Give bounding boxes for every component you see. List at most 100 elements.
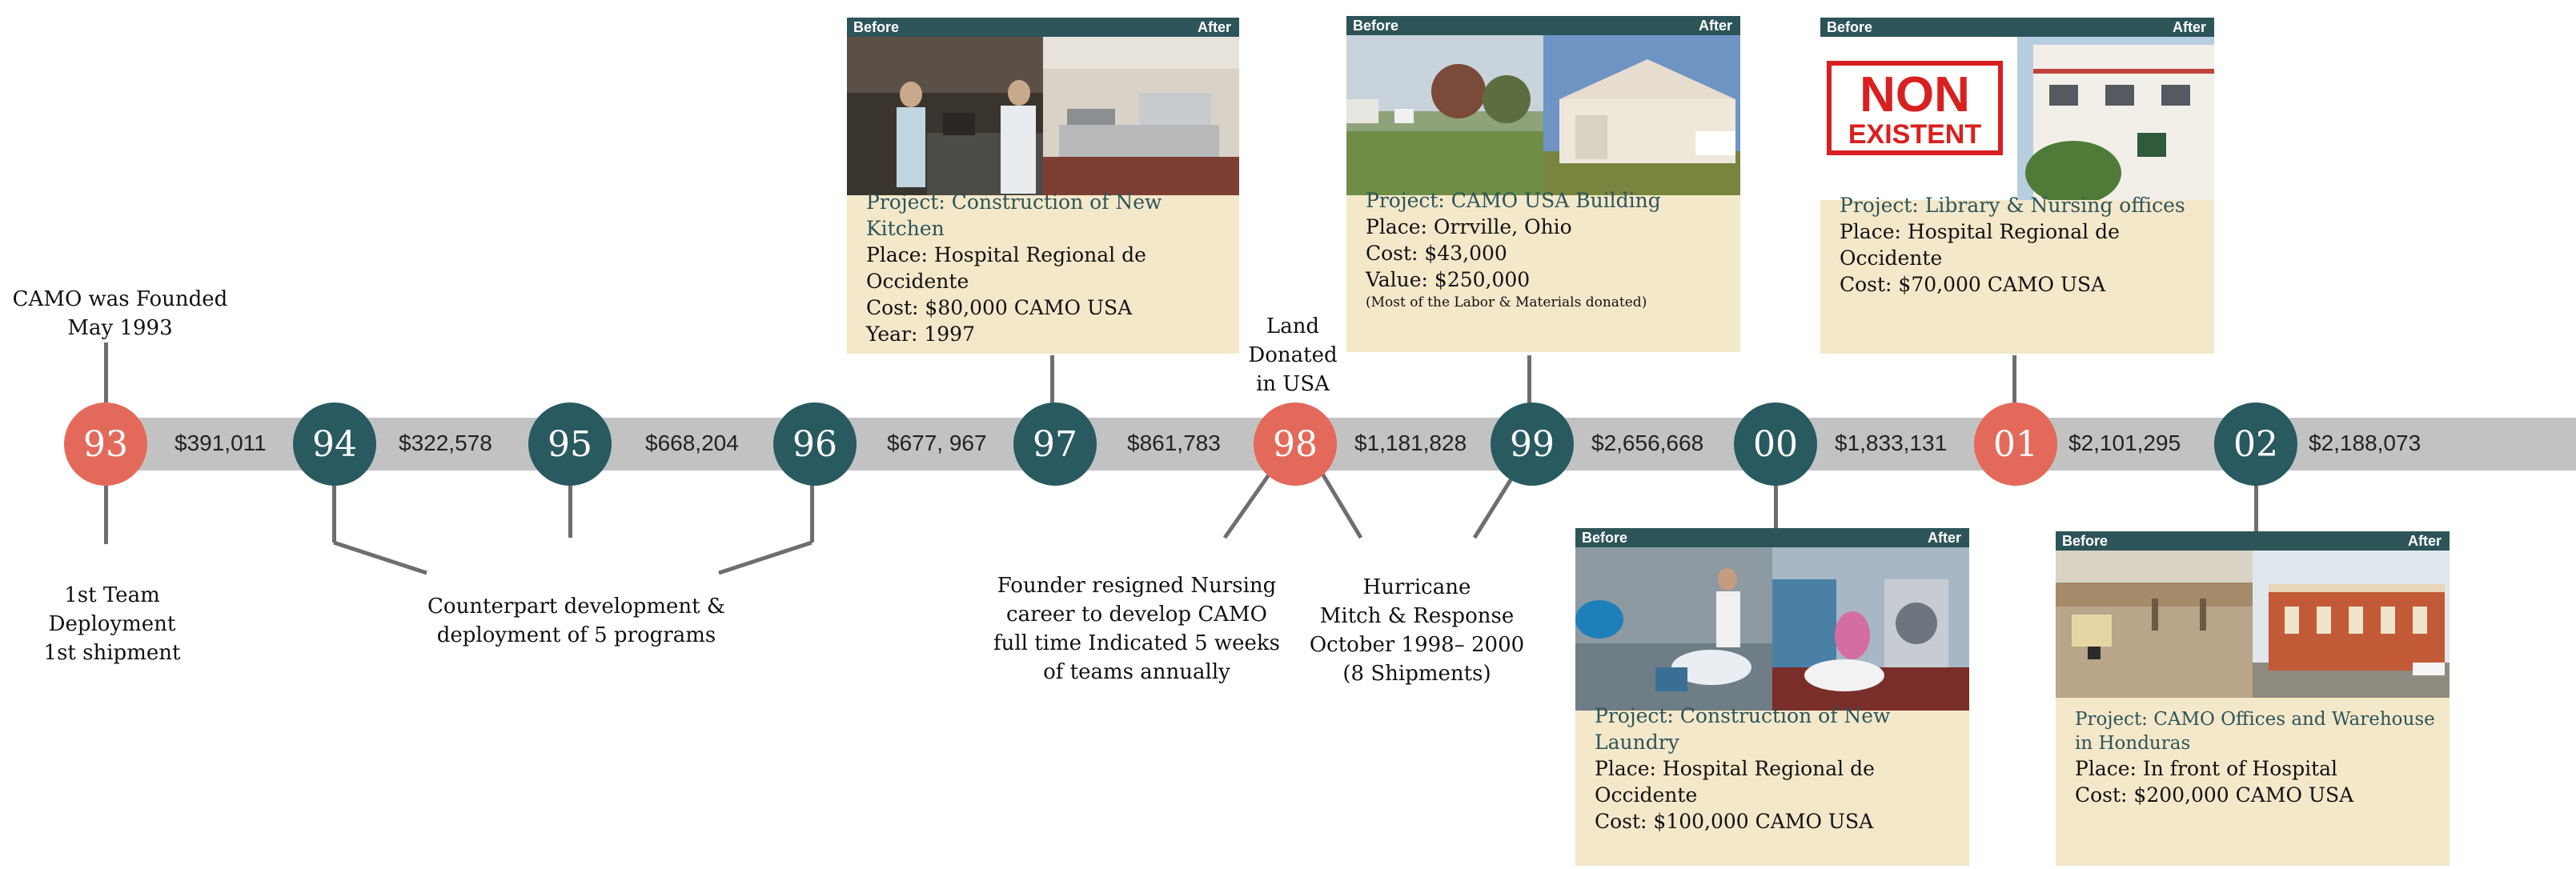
connector-line [332, 472, 336, 543]
funding-amount: $1,833,131 [1835, 430, 1948, 455]
project-title: Project: CAMO USA Building [1366, 189, 1661, 212]
card-text: Project: CAMO Offices and Warehouse in H… [2075, 707, 2437, 808]
project-place: Place: Orrville, Ohio [1366, 215, 1572, 238]
connector-line [104, 471, 108, 544]
connector-line [1050, 355, 1054, 419]
project-title: Project: Construction of New Kitchen [866, 190, 1162, 240]
project-place: Place: Hospital Regional de Occidente [866, 243, 1146, 293]
connector-line [810, 472, 814, 543]
after-label: After [2407, 533, 2442, 549]
project-cost: Cost: $43,000 [1366, 242, 1507, 265]
project-cost: Cost: $100,000 CAMO USA [1595, 810, 1874, 833]
photo-header-bar: Before After [1575, 528, 1969, 547]
card-text: Project: Construction of New Kitchen Pla… [866, 189, 1226, 347]
note-founded: CAMO was Founded May 1993 [0, 285, 240, 342]
year-node-99: 99 [1491, 402, 1574, 486]
project-note: (Most of the Labor & Materials donated) [1366, 294, 1647, 310]
after-label: After [2172, 19, 2206, 35]
card-text: Project: Construction of New Laundry Pla… [1595, 703, 1956, 835]
card-text: Project: Library & Nursing offices Place… [1840, 192, 2201, 298]
funding-amount: $1,181,828 [1354, 430, 1467, 455]
project-title: Project: Library & Nursing offices [1840, 194, 2185, 217]
note-land-donated: Land Donated in USA [1233, 312, 1353, 398]
funding-amount: $861,783 [1127, 430, 1221, 455]
connector-line [104, 342, 108, 419]
before-placeholder: NON EXISTENT [1820, 37, 2017, 200]
project-card-laundry: Before After Project: Construction of Ne… [1575, 528, 1969, 866]
project-cost: Cost: $70,000 CAMO USA [1840, 273, 2106, 296]
non-existent-badge: NON EXISTENT [1827, 61, 2003, 155]
year-node-01: 01 [1974, 402, 2057, 486]
before-photo [1575, 547, 1772, 711]
project-card-library: Before After NON EXISTENT Project: Libra… [1820, 18, 2214, 354]
note-line: career to develop CAMO [1006, 603, 1267, 627]
funding-amount: $2,656,668 [1591, 430, 1704, 455]
note-line: Donated [1248, 343, 1338, 367]
project-cost: Cost: $80,000 CAMO USA [866, 296, 1133, 319]
year-node-95: 95 [528, 402, 612, 486]
note-line: Deployment [48, 612, 176, 636]
project-card-building: Before After Project: CAMO USA Building … [1346, 16, 1740, 352]
funding-amount: $2,188,073 [2309, 430, 2422, 455]
note-line: Counterpart development & [427, 595, 725, 619]
funding-amount: $391,011 [175, 430, 267, 455]
funding-amount: $2,101,295 [2068, 430, 2181, 455]
year-node-94: 94 [293, 402, 376, 486]
note-line: Founder resigned Nursing [997, 574, 1277, 598]
note-line: May 1993 [67, 316, 173, 340]
after-photo [2253, 551, 2450, 698]
photo-header-bar: Before After [1820, 18, 2214, 37]
before-photo [847, 37, 1043, 195]
project-place: Place: Hospital Regional de Occidente [1595, 757, 1875, 807]
connector-line [1527, 355, 1531, 419]
connector-line [2254, 472, 2258, 531]
project-place: Place: In front of Hospital [2075, 757, 2338, 780]
note-founder: Founder resigned Nursing career to devel… [985, 571, 1289, 687]
project-value: Value: $250,000 [1366, 268, 1531, 291]
badge-line: NON [1860, 67, 1970, 122]
project-place: Occidente [1840, 246, 1943, 270]
before-label: Before [2062, 533, 2109, 549]
note-hurricane: Hurricane Mitch & Response October 1998–… [1297, 573, 1537, 688]
after-photo [1043, 37, 1239, 195]
project-place: Place: Hospital Regional de [1840, 220, 2120, 243]
note-counterpart: Counterpart development & deployment of … [416, 592, 736, 650]
year-node-93: 93 [64, 402, 147, 486]
note-line: in USA [1256, 372, 1330, 396]
before-label: Before [1827, 19, 1873, 35]
after-label: After [1197, 19, 1231, 35]
after-photo [2017, 37, 2214, 200]
before-photo [2056, 551, 2253, 698]
note-line: Mitch & Response [1319, 604, 1515, 628]
before-label: Before [1353, 18, 1399, 34]
project-title: Project: Construction of New Laundry [1595, 704, 1891, 754]
project-year: Year: 1997 [866, 322, 975, 346]
note-line: full time Indicated 5 weeks [993, 631, 1281, 655]
note-line: deployment of 5 programs [436, 623, 716, 647]
photo-header-bar: Before After [1346, 16, 1740, 35]
note-line: October 1998– 2000 [1309, 633, 1525, 657]
photo-header-bar: Before After [847, 18, 1239, 37]
year-node-00: 00 [1734, 402, 1817, 486]
before-label: Before [853, 19, 900, 35]
note-first-team: 1st Team Deployment 1st shipment [24, 581, 200, 667]
note-line: Land [1266, 314, 1320, 338]
before-photo [1346, 35, 1543, 195]
funding-amount: $668,204 [645, 430, 739, 455]
badge-line: EXISTENT [1848, 119, 1982, 150]
connector-line [1774, 472, 1778, 530]
after-label: After [1698, 18, 1732, 34]
year-node-98: 98 [1254, 402, 1337, 486]
note-line: 1st shipment [43, 641, 181, 665]
project-cost: Cost: $200,000 CAMO USA [2075, 783, 2354, 807]
after-photo [1543, 35, 1740, 195]
project-title: in Honduras [2075, 733, 2191, 754]
note-line: (8 Shipments) [1342, 662, 1491, 686]
funding-amount: $322,578 [399, 430, 492, 455]
after-photo [1772, 547, 1969, 711]
note-line: Hurricane [1362, 575, 1471, 599]
before-label: Before [1582, 530, 1628, 546]
year-node-02: 02 [2214, 402, 2297, 486]
note-line: 1st Team [64, 583, 160, 607]
